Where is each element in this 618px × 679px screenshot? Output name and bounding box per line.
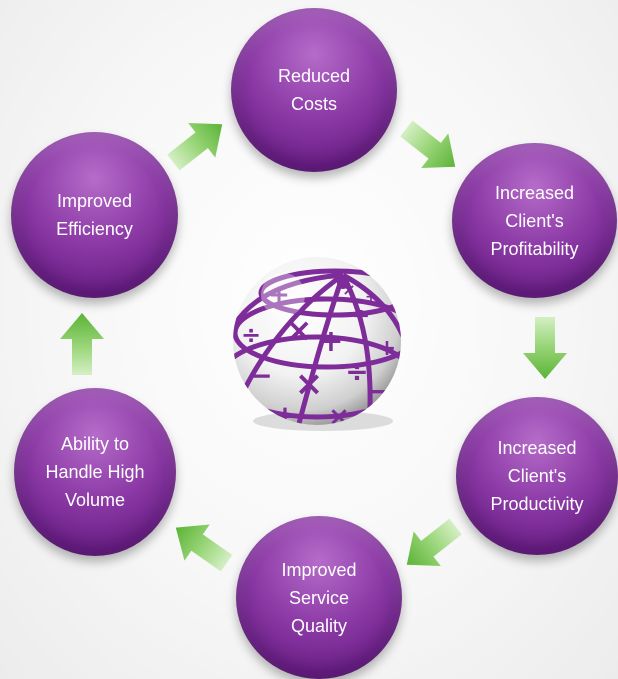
node-improved-service-quality: Improved Service Quality (236, 516, 402, 679)
node-label: Improved Service Quality (281, 559, 357, 636)
node-label: Ability to Handle High Volume (45, 434, 145, 510)
svg-text:−: − (368, 374, 393, 409)
arrow-icon (60, 313, 104, 375)
node-label: Increased Client's Profitability (490, 182, 579, 259)
svg-text:×: × (286, 311, 313, 349)
svg-text:−: − (311, 287, 326, 308)
svg-text:+: + (318, 324, 343, 359)
arrow-icon (167, 122, 223, 171)
svg-text:−: − (249, 359, 272, 392)
node-increased-clients-productivity: Increased Client's Productivity (456, 397, 618, 555)
node-reduced-costs: Reduced Costs (231, 8, 397, 172)
node-label: Reduced Costs (277, 66, 351, 114)
svg-text:+: + (268, 280, 290, 310)
node-label: Increased Client's Productivity (490, 438, 584, 514)
arrow-icon (523, 317, 567, 379)
svg-text:÷: ÷ (352, 304, 370, 329)
svg-text:÷: ÷ (241, 321, 261, 349)
node-label: Improved Efficiency (56, 191, 133, 239)
math-symbols-globe-icon: + × + ÷ ÷ − × ÷ + − + × − × + (233, 257, 401, 432)
arrow-icon (175, 524, 233, 572)
svg-text:+: + (365, 289, 377, 305)
svg-text:×: × (295, 364, 324, 404)
node-increased-clients-profitability: Increased Client's Profitability (452, 143, 617, 298)
arrow-icon (406, 518, 462, 567)
node-improved-efficiency: Improved Efficiency (11, 132, 178, 298)
svg-text:÷: ÷ (345, 355, 368, 388)
node-ability-to-handle-high-volume: Ability to Handle High Volume (14, 388, 176, 556)
arrow-icon (400, 120, 456, 169)
svg-text:+: + (378, 336, 396, 361)
svg-text:×: × (328, 402, 350, 432)
